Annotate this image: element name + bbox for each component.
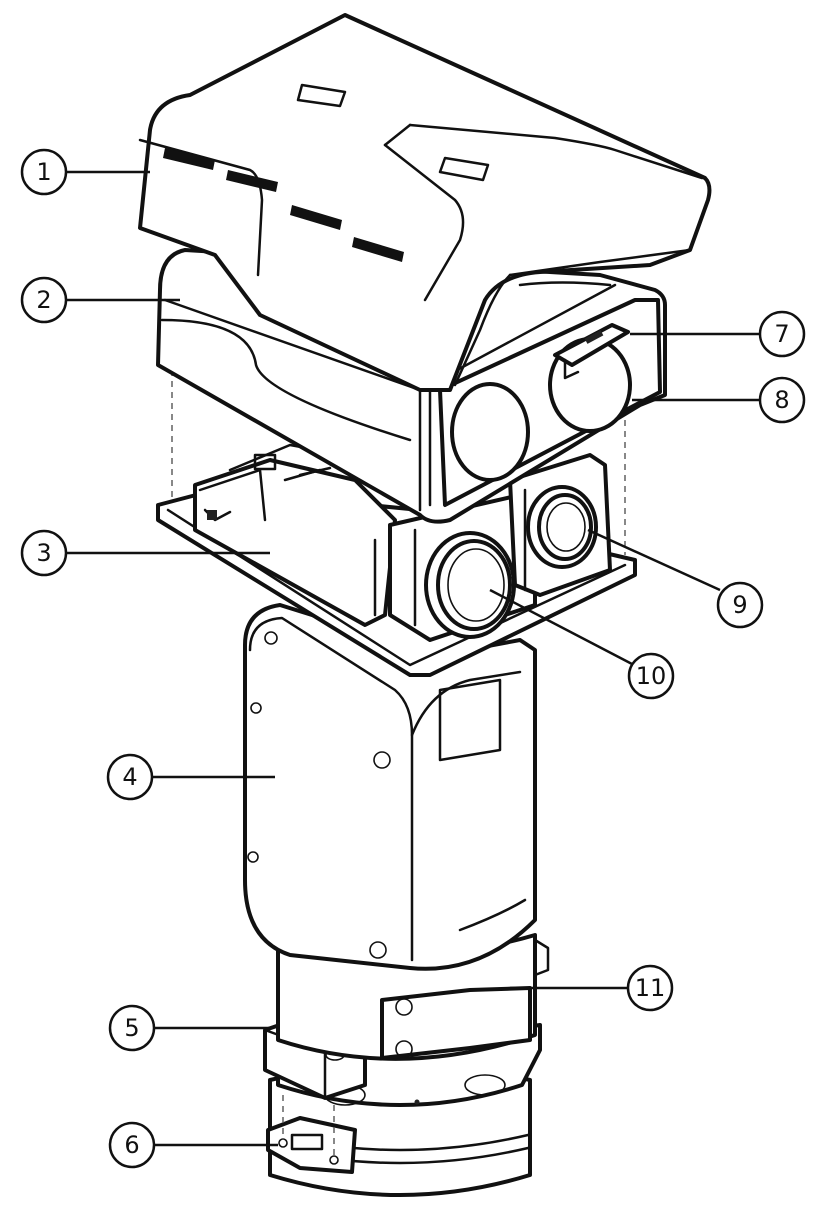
callout-4-label: 4 — [122, 763, 137, 791]
window-wiper — [553, 323, 630, 380]
callout-1: 1 — [20, 148, 150, 196]
callout-6-label: 6 — [124, 1131, 139, 1159]
callout-3: 3 — [20, 529, 270, 577]
callout-2-label: 2 — [36, 286, 51, 314]
callout-4: 4 — [106, 753, 275, 801]
callout-8-label: 8 — [774, 386, 789, 414]
callout-6: 6 — [108, 1121, 278, 1169]
tilt-body — [243, 603, 537, 971]
callout-11: 11 — [510, 964, 674, 1012]
callout-11-label: 11 — [635, 974, 666, 1002]
callout-3-label: 3 — [36, 539, 51, 567]
callout-8: 8 — [632, 376, 806, 424]
callout-1-label: 1 — [36, 158, 51, 186]
thermal-lens — [424, 531, 516, 639]
callout-9: 9 — [587, 528, 764, 629]
callout-10-label: 10 — [636, 662, 667, 690]
callout-5: 5 — [108, 1004, 270, 1052]
callout-5-label: 5 — [124, 1014, 139, 1042]
callout-7: 7 — [630, 310, 806, 358]
visual-lens — [526, 485, 598, 569]
callout-9-label: 9 — [732, 591, 747, 619]
sunshield — [138, 13, 712, 392]
callout-7-label: 7 — [774, 320, 789, 348]
front-window — [438, 298, 662, 507]
callout-2: 2 — [20, 276, 180, 324]
callout-10: 10 — [489, 588, 675, 700]
